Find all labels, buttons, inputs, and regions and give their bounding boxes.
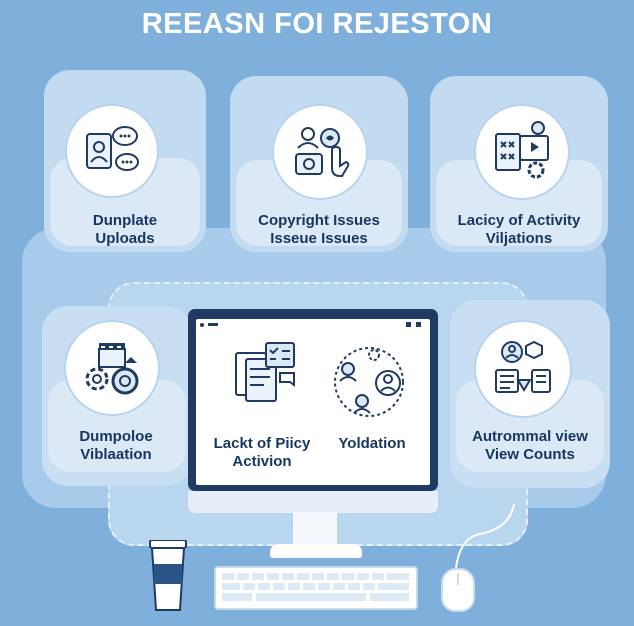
monitor-stand-base [270,544,362,558]
keyboard [214,566,418,610]
copyright-hand-icon [272,104,368,200]
window-controls-icon [200,322,421,327]
view-count-funnel-icon [474,320,572,418]
mouse-button-divider [457,573,459,585]
computer-monitor: Lackt of Piicy Activion Yoldation [188,309,438,519]
monitor-bezel [188,491,438,513]
policy-documents-icon [222,339,302,405]
card-label-activity-violations: Lacicy of Activity Viljations [457,212,581,247]
monitor-stand-neck [293,512,337,548]
card-label-dumpoloe-viblaation: Dumpoloe Viblaation [79,428,153,463]
activity-dashboard-icon [474,104,570,200]
keyboard-keys-icon [222,573,409,601]
mouse-cable-icon [455,503,515,569]
people-network-icon [326,339,412,425]
mouse [441,568,475,612]
video-chat-icon [65,104,159,198]
card-label-duplicate-uploads: Dunplate Uploads [92,212,158,247]
screen-label-validation: Yoldation [338,435,406,452]
coffee-cup-icon [146,539,190,612]
page-title: REEASN FOI REJESTON [141,8,493,40]
card-label-abnormal-view-counts: Autrommal view View Counts [472,428,588,463]
card-label-copyright-issues: Copyright Issues Isseue Issues [258,212,380,247]
gears-castle-icon [64,320,160,416]
screen-label-policy-activation: Lackt of Piicy Activion [213,435,311,470]
monitor-screen: Lackt of Piicy Activion Yoldation [196,319,430,485]
